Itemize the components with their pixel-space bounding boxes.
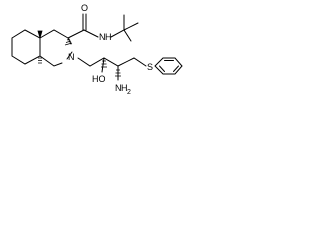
amine-nitrogen-label: N (115, 83, 122, 93)
hydroxyl-label: HO (92, 74, 106, 84)
phenyl-ring (154, 57, 183, 75)
hydroxyl-bond (101, 57, 105, 73)
carbonyl-double-bond (82, 13, 87, 31)
phenyl-double-bonds (159, 60, 179, 72)
molecule-structure: N O N H HO S N H 2 (11, 3, 183, 96)
amide-nitrogen-label: N (99, 32, 106, 42)
stereo-hash-c3 (64, 38, 73, 46)
piperidine-ring (39, 29, 73, 67)
stereo-hash-amine (115, 69, 121, 77)
amide-oxygen-label: O (81, 3, 88, 13)
ring-nitrogen-label: N (68, 52, 75, 62)
stereo-wedge-c4a (37, 30, 43, 40)
amide-hydrogen-label: H (105, 32, 112, 42)
stereo-hash-hydroxyl (101, 60, 107, 68)
amine-hydrogen-count: 2 (127, 89, 131, 96)
stereo-hash-c8a (38, 57, 42, 64)
sulfur-label: S (147, 62, 153, 72)
amide-n-bond (83, 29, 99, 38)
cyclohexane-ring (11, 29, 41, 65)
side-chain (77, 57, 147, 67)
tert-butyl-group (110, 14, 139, 42)
amine-hydrogen-label: H (121, 83, 128, 93)
amide-bond (67, 29, 85, 39)
